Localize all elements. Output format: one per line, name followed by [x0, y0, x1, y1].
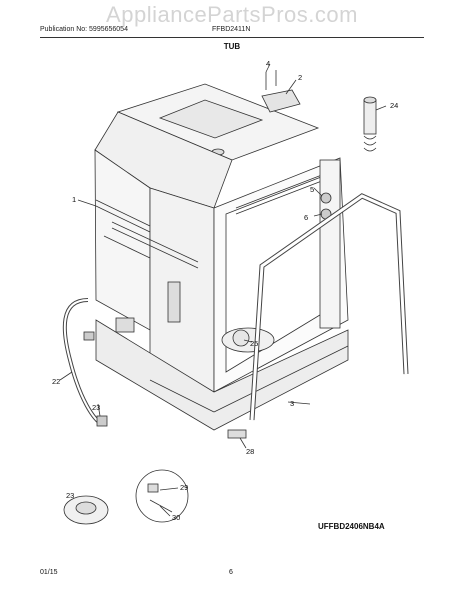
callout-3: 3: [290, 399, 294, 408]
callout-28: 28: [246, 447, 254, 456]
callout-5: 5: [310, 185, 314, 194]
callout-23: 23: [92, 403, 100, 412]
spray-part-25: [232, 329, 250, 347]
callout-22: 22: [52, 377, 60, 386]
model-number: FFBD2411N: [212, 26, 251, 33]
callout-2: 2: [298, 73, 302, 82]
callout-1: 1: [72, 195, 76, 204]
callout-25: 25: [250, 339, 258, 348]
header-rule: [40, 37, 424, 38]
diagram-code: UFFBD2406NB4A: [318, 522, 385, 531]
callout-23-detail: 23: [66, 491, 74, 500]
detail-circle-29-30: [135, 469, 189, 523]
callout-30: 30: [172, 513, 180, 522]
callout-29: 29: [180, 483, 188, 492]
footer-page-number: 6: [229, 569, 233, 576]
section-title: TUB: [223, 42, 241, 51]
part-2-bracket: [261, 89, 301, 113]
part-28: [227, 429, 247, 439]
callout-6: 6: [304, 213, 308, 222]
part-5: [320, 192, 332, 204]
publication-number: Publication No: 5995656054: [40, 26, 128, 33]
callout-24: 24: [390, 101, 398, 110]
callout-4: 4: [266, 59, 270, 68]
watermark: AppliancePartsPros.com: [106, 2, 358, 27]
footer-date: 01/15: [40, 569, 58, 576]
part-24-vent: [363, 99, 377, 135]
